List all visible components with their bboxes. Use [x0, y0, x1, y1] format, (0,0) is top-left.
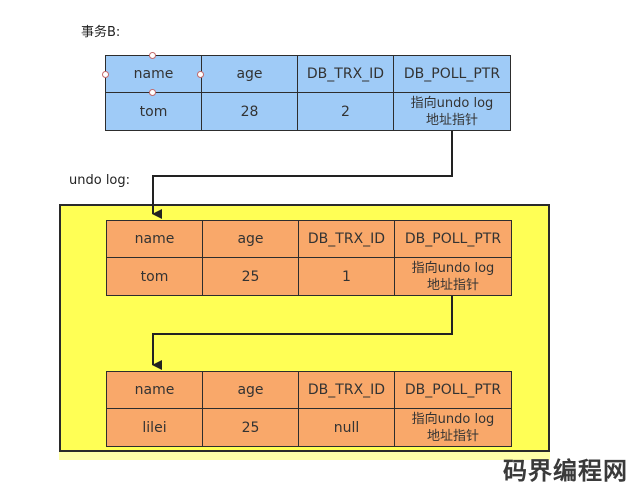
header-name: name: [106, 371, 203, 409]
site-watermark: 码界编程网: [503, 457, 628, 485]
cell-name: lilei: [106, 408, 203, 447]
selection-handle-bottom[interactable]: [149, 89, 156, 96]
cell-trx-id: 1: [298, 257, 395, 296]
selection-handle-right[interactable]: [197, 71, 204, 78]
cell-ptr: 指向undo log 地址指针: [394, 257, 512, 296]
current-record-table: name age DB_TRX_ID DB_POLL_PTR tom 28 2 …: [105, 55, 511, 131]
cell-trx-id: null: [298, 408, 395, 447]
undo-log-area-shadow: [59, 452, 550, 460]
header-ptr: DB_POLL_PTR: [394, 371, 512, 409]
transaction-label: 事务B:: [81, 25, 121, 40]
cell-trx-id: 2: [297, 92, 394, 131]
cell-age: 25: [202, 408, 299, 447]
header-age: age: [202, 220, 299, 258]
header-name: name: [106, 220, 203, 258]
undo-log-label: undo log:: [69, 173, 131, 188]
cell-age: 28: [201, 92, 298, 131]
selection-handle-left[interactable]: [102, 71, 109, 78]
header-trx-id: DB_TRX_ID: [298, 371, 395, 409]
header-trx-id: DB_TRX_ID: [297, 55, 394, 93]
cell-name: tom: [105, 92, 202, 131]
header-ptr: DB_POLL_PTR: [393, 55, 511, 93]
header-age: age: [201, 55, 298, 93]
selection-handle-top[interactable]: [149, 52, 156, 59]
header-name: name: [105, 55, 202, 93]
cell-ptr: 指向undo log 地址指针: [394, 408, 512, 447]
pointer-arrow-2: [152, 296, 453, 370]
pointer-arrow-1: [152, 131, 453, 219]
cell-age: 25: [202, 257, 299, 296]
cell-name: tom: [106, 257, 203, 296]
undo-record-table-2: name age DB_TRX_ID DB_POLL_PTR lilei 25 …: [106, 371, 512, 447]
undo-record-table-1: name age DB_TRX_ID DB_POLL_PTR tom 25 1 …: [106, 220, 512, 296]
cell-ptr: 指向undo log 地址指针: [393, 92, 511, 131]
header-trx-id: DB_TRX_ID: [298, 220, 395, 258]
